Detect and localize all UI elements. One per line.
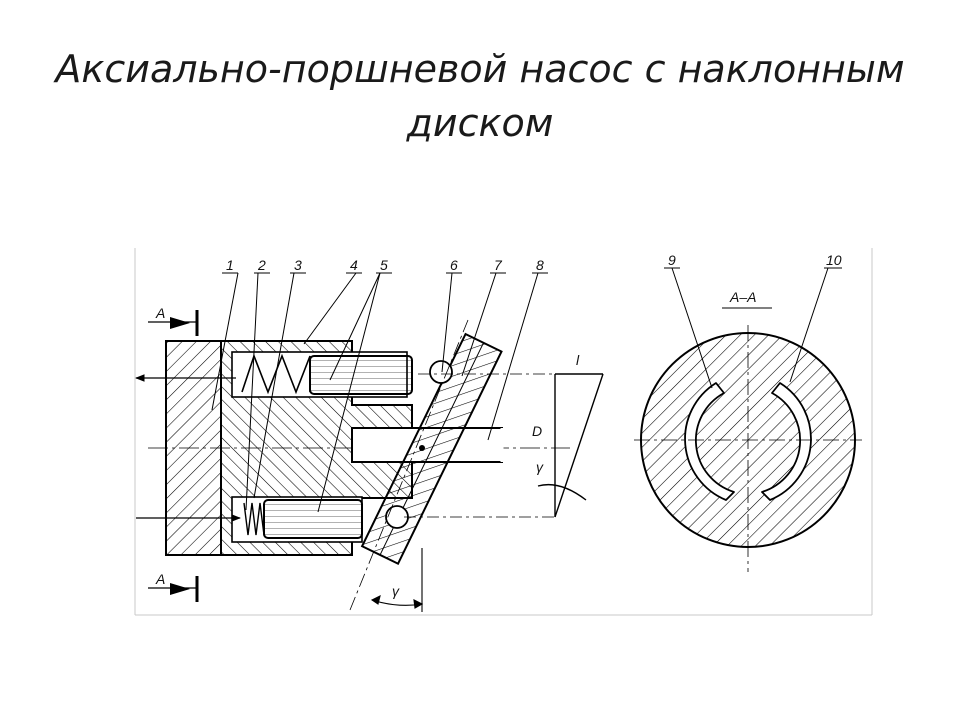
kidney-port-right <box>761 382 812 501</box>
label-gamma-bottom: γ <box>392 583 400 599</box>
title-line-2: диском <box>406 101 554 145</box>
section-mark-a-bottom: A <box>148 571 199 602</box>
swash-axis <box>349 319 469 611</box>
part-label-3: 3 <box>294 257 302 273</box>
angle-dimension <box>370 548 424 612</box>
scan-border <box>134 248 873 616</box>
pump-drawing: A A <box>134 248 873 616</box>
part-label-6: 6 <box>450 257 458 273</box>
part-label-8: 8 <box>536 257 544 273</box>
piston-shoe-ball-top <box>429 360 453 384</box>
piston-bottom <box>263 499 363 539</box>
section-title: A–A <box>729 289 756 305</box>
distributor-plate <box>165 340 222 556</box>
section-letter-a-bottom: A <box>155 571 165 587</box>
piston-top <box>309 355 413 395</box>
stroke-dimension <box>537 373 604 518</box>
slide-title: Аксиально-поршневой насос с наклонным ди… <box>0 42 960 150</box>
section-view: A–A <box>634 289 862 572</box>
part-label-2: 2 <box>257 257 266 273</box>
part-label-1: 1 <box>226 257 234 273</box>
spring-bottom <box>243 502 265 536</box>
label-l: l <box>576 352 580 368</box>
title-line-1: Аксиально-поршневой насос с наклонным <box>55 47 905 91</box>
section-mark-a-top: A <box>148 305 199 336</box>
section-letter-a-top: A <box>155 305 165 321</box>
label-gamma-right: γ <box>536 459 544 475</box>
part-label-4: 4 <box>350 257 358 273</box>
swash-pivot <box>419 445 425 451</box>
part-label-5: 5 <box>380 257 388 273</box>
label-D: D <box>532 423 542 439</box>
part-label-10: 10 <box>826 252 842 268</box>
leaders <box>211 272 548 513</box>
part-label-7: 7 <box>494 257 503 273</box>
part-label-9: 9 <box>668 252 676 268</box>
kidney-port-left <box>684 382 735 501</box>
leaders-section <box>664 267 842 389</box>
